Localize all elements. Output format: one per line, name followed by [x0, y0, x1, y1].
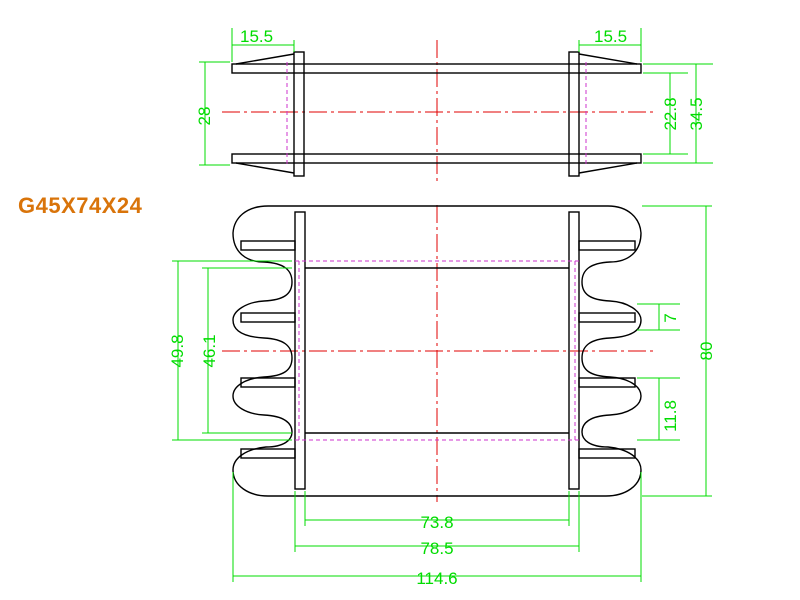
flange-right [568, 211, 580, 490]
dim-total-length: 114.6 [416, 569, 457, 588]
dim-height-outer: 49.8 [168, 334, 187, 367]
dim-flange-left: 15.5 [240, 27, 273, 46]
pin-left-2 [240, 312, 296, 323]
pin-right-2 [578, 312, 636, 323]
dim-total-height: 80 [697, 342, 716, 361]
dim-height-inner: 46.1 [200, 334, 219, 367]
dim-outer-height: 34.5 [687, 97, 706, 130]
dim-flange-right: 15.5 [594, 27, 627, 46]
side-left-post [293, 51, 305, 177]
dim-flange-length: 78.5 [420, 539, 453, 558]
top-view: 49.8 46.1 7 11.8 80 73.8 78.5 [168, 205, 716, 588]
pin-right-3 [578, 377, 636, 388]
dim-slot-width: 7 [661, 313, 680, 322]
side-pin-top-right [578, 53, 638, 65]
side-pin-bottom-right [578, 162, 638, 174]
side-pin-bottom-left [235, 162, 295, 174]
side-top-bar [231, 63, 642, 74]
side-view: 15.5 15.5 28 22.8 34.5 [195, 27, 713, 182]
side-right-post [568, 51, 580, 177]
side-pin-top-left [235, 53, 295, 65]
flange-left [294, 211, 306, 490]
pin-left-1 [240, 240, 296, 251]
top-outline [232, 205, 642, 497]
pin-right-1 [578, 240, 636, 251]
pin-right-4 [578, 448, 636, 459]
dim-height-left: 28 [195, 107, 214, 126]
part-title: G45X74X24 [18, 193, 143, 218]
dim-slot-pitch: 11.8 [661, 400, 680, 432]
side-bottom-bar [231, 153, 642, 164]
dim-inner-length: 73.8 [420, 513, 453, 532]
dim-inner-height: 22.8 [661, 97, 680, 130]
